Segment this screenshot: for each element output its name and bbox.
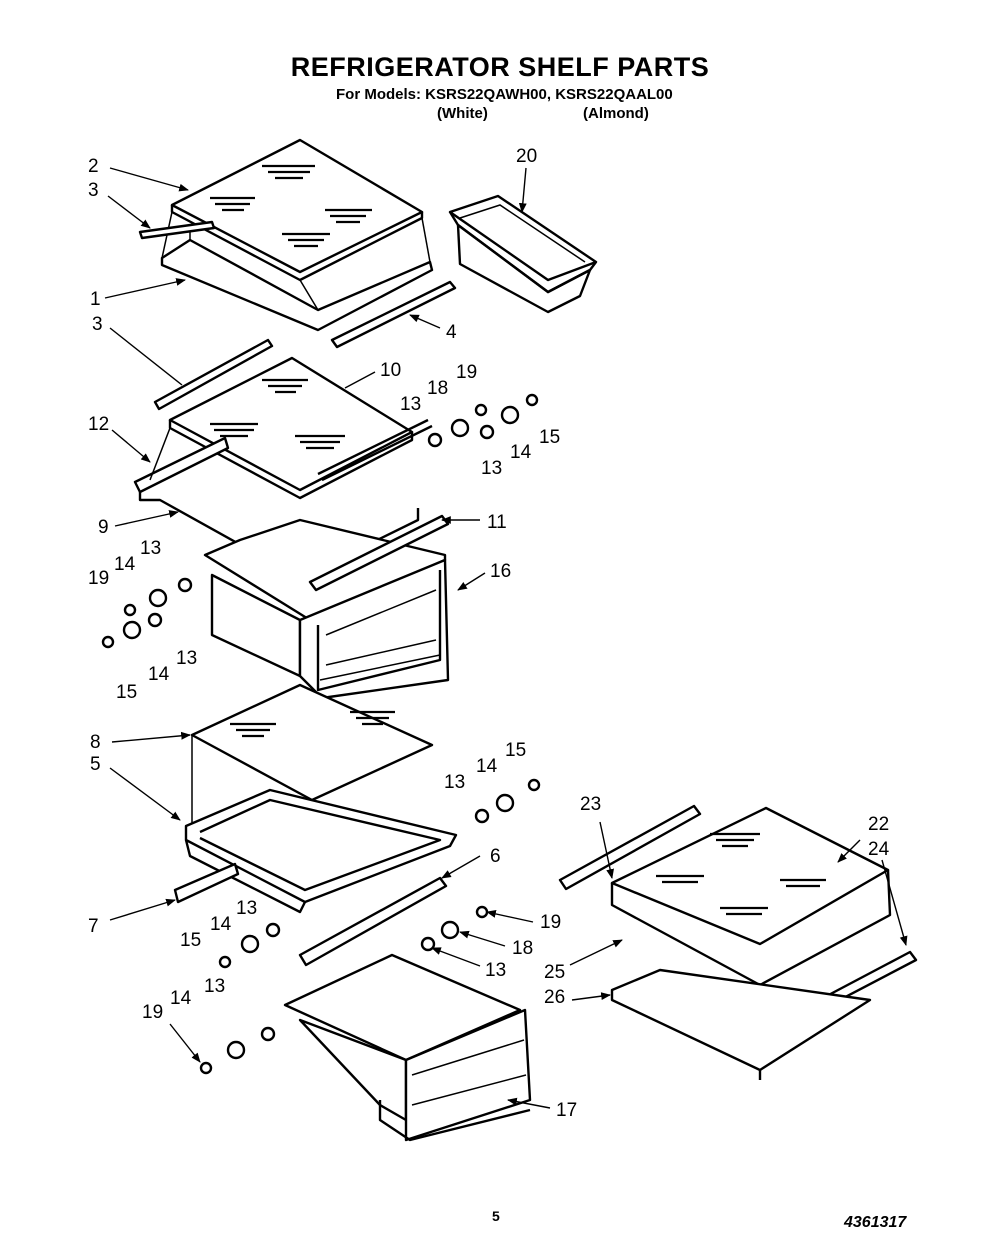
glass-reflection-marks-10 — [210, 378, 345, 450]
callout-19: 19 — [456, 362, 477, 383]
callout-labels: 2 3 1 3 4 20 10 19 18 13 15 14 13 12 11 … — [88, 146, 890, 1121]
callout-5: 5 — [90, 754, 101, 775]
rail-4 — [330, 280, 457, 349]
callout-9: 9 — [98, 517, 109, 538]
callout-24: 24 — [868, 839, 890, 860]
callout-20: 20 — [516, 146, 537, 167]
page-title: REFRIGERATOR SHELF PARTS — [290, 52, 710, 82]
rail-6 — [298, 876, 448, 967]
glass-reflection-marks — [210, 164, 372, 248]
document-number: 4361317 — [844, 1214, 907, 1231]
variant-almond-label: (Almond) — [583, 105, 649, 122]
callout-12: 12 — [88, 414, 109, 435]
shelf-glass-8 — [190, 683, 434, 828]
page-number: 5 — [492, 1208, 500, 1224]
callout-19d: 19 — [142, 1002, 163, 1023]
callout-16: 16 — [490, 561, 511, 582]
callout-13d: 13 — [176, 648, 197, 669]
callout-8: 8 — [90, 732, 101, 753]
callout-18: 18 — [427, 378, 448, 399]
leader-lines — [104, 167, 908, 1109]
callout-22: 22 — [868, 814, 889, 835]
callout-13g: 13 — [485, 960, 506, 981]
callout-1: 1 — [90, 289, 101, 310]
callout-14d: 14 — [476, 756, 498, 777]
callout-14b: 14 — [114, 554, 136, 575]
rail-3-top — [138, 220, 216, 240]
callout-26: 26 — [544, 987, 565, 1008]
callout-3b: 3 — [92, 314, 103, 335]
callout-14e: 14 — [210, 914, 232, 935]
callout-15d: 15 — [180, 930, 201, 951]
callout-3: 3 — [88, 180, 99, 201]
callout-7: 7 — [88, 916, 99, 937]
callout-19b: 19 — [88, 568, 109, 589]
rail-23 — [558, 804, 702, 891]
callout-13: 13 — [400, 394, 421, 415]
callout-15: 15 — [539, 427, 560, 448]
callout-25: 25 — [544, 962, 565, 983]
crisper-drawer-17 — [283, 953, 532, 1142]
callout-15c: 15 — [505, 740, 526, 761]
top-shelf-assembly — [138, 138, 457, 349]
hardware-pieces — [101, 393, 541, 1075]
variant-white-label: (White) — [437, 105, 488, 122]
callout-19c: 19 — [540, 912, 561, 933]
models-line: For Models: KSRS22QAWH00, KSRS22QAAL00 — [336, 86, 673, 103]
callout-14c: 14 — [148, 664, 170, 685]
lower-frame-5 — [173, 788, 458, 914]
callout-13b: 13 — [481, 458, 502, 479]
callout-2: 2 — [88, 156, 99, 177]
dairy-bin-20 — [448, 194, 598, 314]
callout-13c: 13 — [140, 538, 161, 559]
shelf-frame-1 — [160, 238, 434, 332]
middle-shelf-assembly — [133, 356, 433, 580]
callout-6: 6 — [490, 846, 501, 867]
rail-7 — [173, 862, 240, 904]
callout-18b: 18 — [512, 938, 533, 959]
callout-4: 4 — [446, 322, 457, 343]
callout-17: 17 — [556, 1100, 577, 1121]
callout-13h: 13 — [204, 976, 225, 997]
callout-14f: 14 — [170, 988, 192, 1009]
callout-23: 23 — [580, 794, 601, 815]
callout-14: 14 — [510, 442, 532, 463]
rail-3-middle — [153, 338, 274, 411]
callout-15b: 15 — [116, 682, 137, 703]
callout-11: 11 — [487, 512, 507, 533]
callout-13f: 13 — [236, 898, 257, 919]
crisper-drawer-16 — [203, 514, 450, 700]
callout-10: 10 — [380, 360, 401, 381]
right-shelf-assembly — [558, 804, 918, 1080]
callout-13e: 13 — [444, 772, 465, 793]
